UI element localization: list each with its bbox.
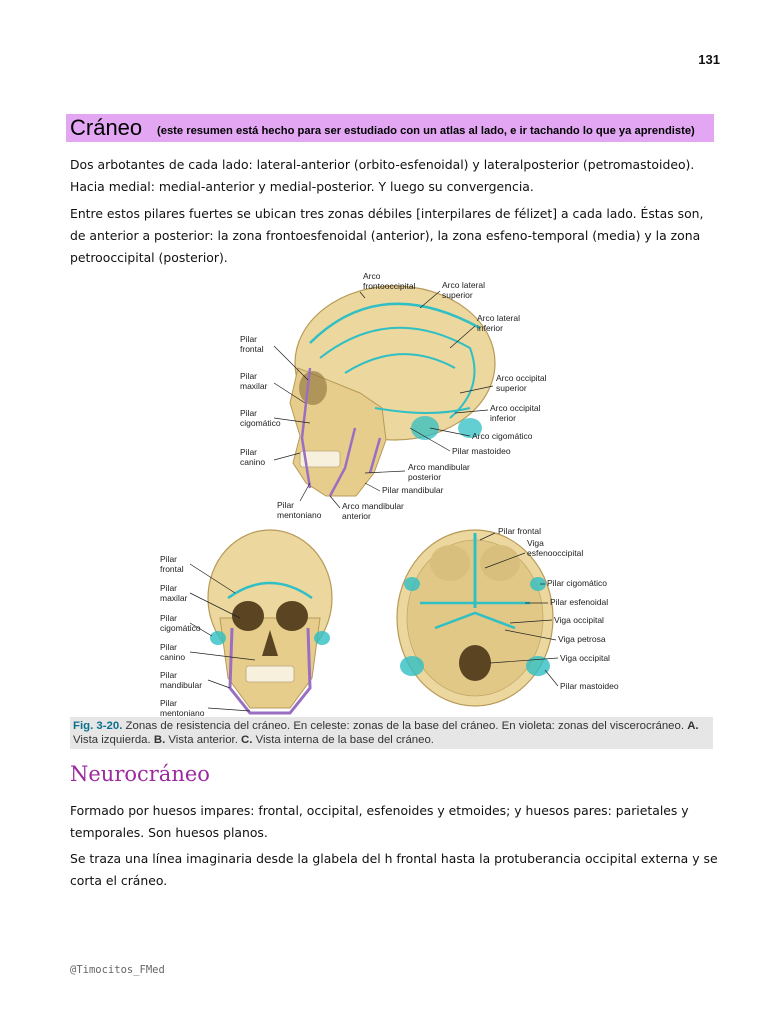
- label-b-pilar-frontal: Pilar: [160, 554, 177, 564]
- skull-lateral-view: Arco frontooccipital Arco lateral superi…: [240, 271, 547, 521]
- label-pilar-maxilar-2: maxilar: [240, 381, 268, 391]
- caption-text-b: Vista anterior.: [165, 734, 242, 746]
- page-number: 131: [698, 52, 720, 67]
- label-c-pilar-frontal: Pilar frontal: [498, 526, 541, 536]
- skull-base-internal-view: Pilar frontal Viga esfenooccipital Pilar…: [396, 526, 619, 707]
- label-pilar-frontal-2: frontal: [240, 344, 264, 354]
- label-c-pilar-esfenoidal: Pilar esfenoidal: [550, 597, 608, 607]
- label-arco-mandibular-anterior-2: anterior: [342, 511, 371, 521]
- label-c-pilar-mastoideo: Pilar mastoideo: [560, 681, 619, 691]
- label-arco-lateral-superior: Arco lateral: [442, 280, 485, 290]
- footer-handle: @Timocitos_FMed: [70, 964, 165, 976]
- label-arco-cigomatico: Arco cigomático: [472, 431, 533, 441]
- label-arco-frontooccipital-2: frontooccipital: [363, 281, 416, 291]
- paragraph-arbotantes: Dos arbotantes de cada lado: lateral-ant…: [70, 157, 695, 194]
- paragraph-zonas-debiles: Entre estos pilares fuertes se ubican tr…: [70, 206, 704, 265]
- caption-panel-c: C.: [241, 734, 253, 746]
- label-c-viga-esfenooccipital-2: esfenooccipital: [527, 548, 583, 558]
- skull-anterior-view: Pilar frontal Pilar maxilar Pilar cigomá…: [160, 529, 333, 718]
- caption-text-a: Vista izquierda.: [73, 734, 154, 746]
- paragraph-linea-imaginaria: Se traza una línea imaginaria desde la g…: [70, 851, 718, 888]
- label-arco-occipital-superior: Arco occipital: [496, 373, 547, 383]
- caption-text: Zonas de resistencia del cráneo. En cele…: [122, 720, 688, 732]
- label-arco-mandibular-anterior: Arco mandibular: [342, 501, 404, 511]
- label-b-pilar-mandibular-2: mandibular: [160, 680, 202, 690]
- label-b-pilar-mentoniano-2: mentoniano: [160, 708, 205, 718]
- section-title-neurocraneo: Neurocráneo: [70, 762, 210, 786]
- label-pilar-mandibular: Pilar mandibular: [382, 485, 444, 495]
- label-pilar-mastoideo: Pilar mastoideo: [452, 446, 511, 456]
- caption-text-c: Vista interna de la base del cráneo.: [252, 734, 434, 746]
- figure-reference: Fig. 3-20.: [73, 720, 123, 732]
- label-pilar-cigomatico: Pilar: [240, 408, 257, 418]
- label-b-pilar-canino-2: canino: [160, 652, 185, 662]
- label-b-pilar-canino: Pilar: [160, 642, 177, 652]
- label-pilar-mentoniano-2: mentoniano: [277, 510, 322, 520]
- skull-resistance-figure: Arco frontooccipital Arco lateral superi…: [150, 268, 720, 750]
- label-arco-lateral-inferior-2: inferior: [477, 323, 503, 333]
- label-arco-frontooccipital: Arco: [363, 271, 381, 281]
- figure-caption: Fig. 3-20. Zonas de resistencia del crán…: [70, 717, 713, 749]
- label-arco-mandibular-posterior-2: posterior: [408, 472, 441, 482]
- label-arco-lateral-inferior: Arco lateral: [477, 313, 520, 323]
- page-title-note: (este resumen está hecho para ser estudi…: [157, 125, 695, 137]
- label-arco-occipital-superior-2: superior: [496, 383, 527, 393]
- label-c-pilar-cigomatico: Pilar cigomático: [547, 578, 607, 588]
- label-c-viga-occipital-2: Viga occipital: [560, 653, 610, 663]
- label-arco-occipital-inferior: Arco occipital: [490, 403, 541, 413]
- label-b-pilar-mandibular: Pilar: [160, 670, 177, 680]
- label-c-viga-occipital: Viga occipital: [554, 615, 604, 625]
- caption-panel-b: B.: [153, 734, 166, 746]
- label-b-pilar-cigomatico-2: cigomático: [160, 623, 201, 633]
- label-b-pilar-mentoniano: Pilar: [160, 698, 177, 708]
- label-pilar-mentoniano: Pilar: [277, 500, 294, 510]
- label-arco-lateral-superior-2: superior: [442, 290, 473, 300]
- label-c-viga-esfenooccipital: Viga: [527, 538, 544, 548]
- paragraph-huesos: Formado por huesos impares: frontal, occ…: [70, 803, 689, 840]
- title-highlight-band: [66, 114, 714, 142]
- label-b-pilar-cigomatico: Pilar: [160, 613, 177, 623]
- page-title: Cráneo: [70, 115, 143, 140]
- label-arco-mandibular-posterior: Arco mandibular: [408, 462, 470, 472]
- label-b-pilar-maxilar-2: maxilar: [160, 593, 188, 603]
- label-b-pilar-frontal-2: frontal: [160, 564, 184, 574]
- label-pilar-canino-2: canino: [240, 457, 265, 467]
- label-c-viga-petrosa: Viga petrosa: [558, 634, 606, 644]
- label-arco-occipital-inferior-2: inferior: [490, 413, 516, 423]
- label-pilar-maxilar: Pilar: [240, 371, 257, 381]
- label-b-pilar-maxilar: Pilar: [160, 583, 177, 593]
- label-pilar-cigomatico-2: cigomático: [240, 418, 281, 428]
- caption-panel-a: A.: [687, 720, 699, 732]
- label-pilar-canino: Pilar: [240, 447, 257, 457]
- label-pilar-frontal: Pilar: [240, 334, 257, 344]
